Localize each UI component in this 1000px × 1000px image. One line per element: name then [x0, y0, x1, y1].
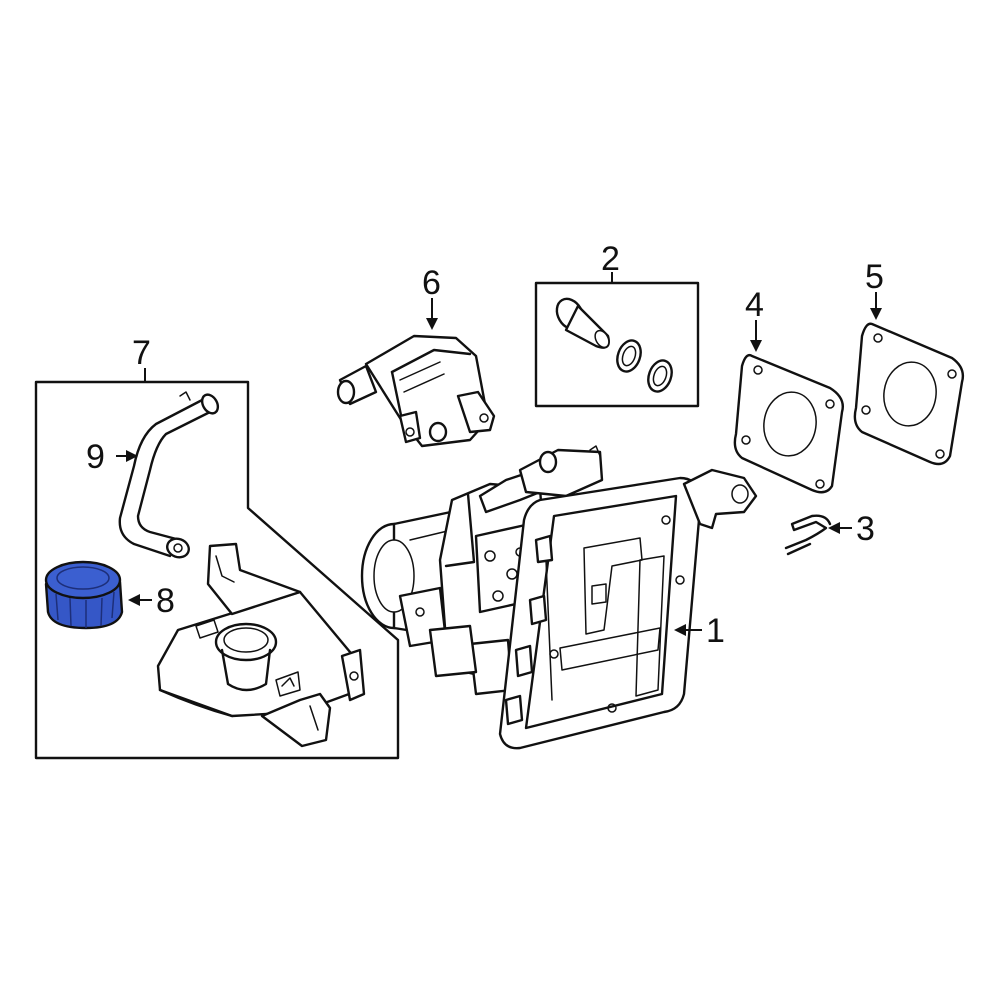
- callout-2-label: 2: [601, 240, 620, 278]
- gasket-part-4[interactable]: [733, 353, 844, 494]
- callout-3-arrow: [828, 522, 840, 534]
- callout-6-label: 6: [422, 264, 441, 302]
- gasket-part-5[interactable]: [853, 322, 965, 466]
- callout-8-arrow: [128, 594, 140, 606]
- reservoir-hose[interactable]: [118, 391, 221, 560]
- callout-4-arrow: [750, 340, 762, 352]
- callout-1-label: 1: [706, 612, 725, 650]
- callout-6-arrow: [426, 318, 438, 330]
- callout-9-arrow: [126, 450, 138, 462]
- pressure-sensor-part[interactable]: [336, 334, 496, 448]
- brake-booster-assembly[interactable]: [360, 445, 758, 750]
- retaining-clip[interactable]: [784, 514, 832, 556]
- fitting-kit-parts[interactable]: [552, 294, 676, 395]
- reservoir-cap[interactable]: [44, 560, 124, 630]
- fitting-kit-frame: [534, 281, 700, 408]
- callout-1-arrow: [674, 624, 686, 636]
- reservoir-kit-frame: [34, 380, 400, 760]
- callout-3-label: 3: [856, 510, 875, 548]
- callout-4-label: 4: [745, 286, 764, 324]
- callout-8-label: 8: [156, 582, 175, 620]
- callout-5-label: 5: [865, 258, 884, 296]
- brake-fluid-reservoir[interactable]: [156, 542, 366, 748]
- callout-7-label: 7: [132, 334, 151, 372]
- callout-9-label: 9: [86, 438, 105, 476]
- callout-5-arrow: [870, 308, 882, 320]
